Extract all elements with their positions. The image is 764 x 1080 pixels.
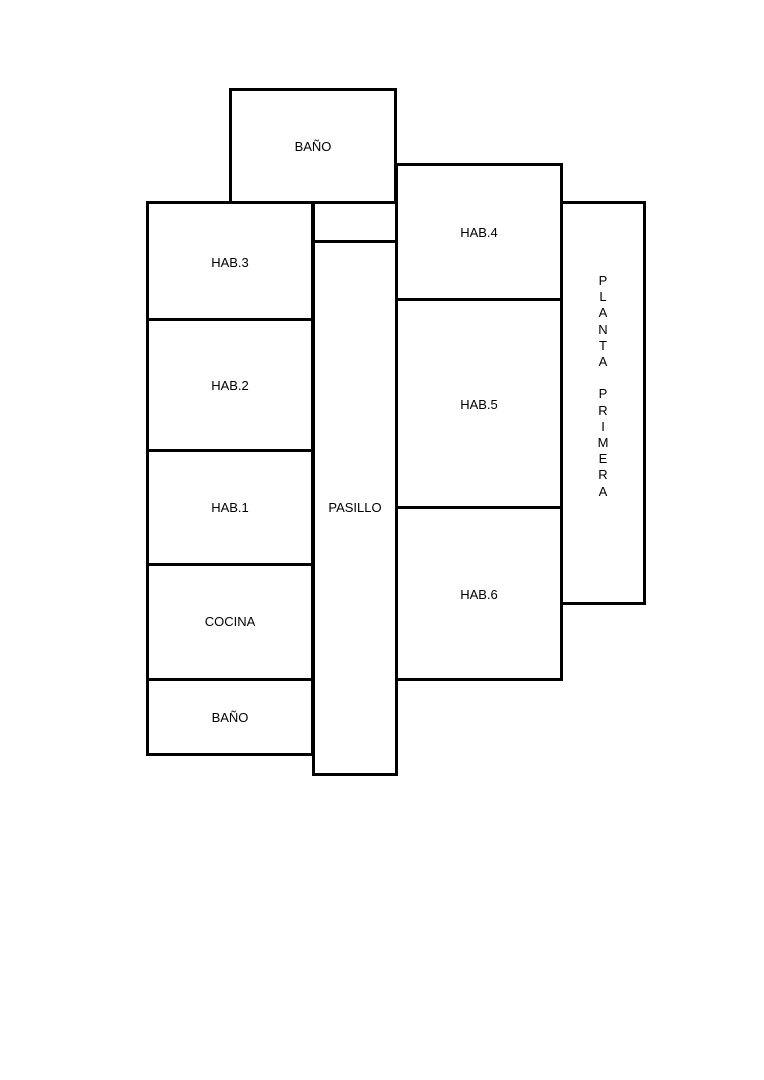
room-hab5-label: HAB.5 xyxy=(460,397,498,412)
side-label-panel: P L A N T A P R I M E R A xyxy=(560,201,646,605)
room-hab6: HAB.6 xyxy=(395,506,563,681)
room-hab5: HAB.5 xyxy=(395,298,563,509)
room-hab2-label: HAB.2 xyxy=(211,378,249,393)
room-hab1: HAB.1 xyxy=(146,449,314,566)
planta-primera-label: P L A N T A P R I M E R A xyxy=(597,273,609,499)
room-hab4: HAB.4 xyxy=(395,163,563,301)
room-hab2: HAB.2 xyxy=(146,318,314,452)
room-hab6-label: HAB.6 xyxy=(460,587,498,602)
room-hab4-label: HAB.4 xyxy=(460,225,498,240)
room-hab3-label: HAB.3 xyxy=(211,255,249,270)
room-bano-top: BAÑO xyxy=(229,88,397,204)
room-bano-bottom-label: BAÑO xyxy=(211,710,249,725)
room-hab3: HAB.3 xyxy=(146,201,314,321)
room-bano-top-label: BAÑO xyxy=(294,139,332,154)
hall-entry xyxy=(312,201,398,244)
room-cocina-label: COCINA xyxy=(204,614,256,629)
room-bano-bottom: BAÑO xyxy=(146,678,314,756)
room-pasillo: PASILLO xyxy=(312,240,398,776)
room-cocina: COCINA xyxy=(146,563,314,681)
room-hab1-label: HAB.1 xyxy=(211,500,249,515)
room-pasillo-label: PASILLO xyxy=(328,500,382,515)
